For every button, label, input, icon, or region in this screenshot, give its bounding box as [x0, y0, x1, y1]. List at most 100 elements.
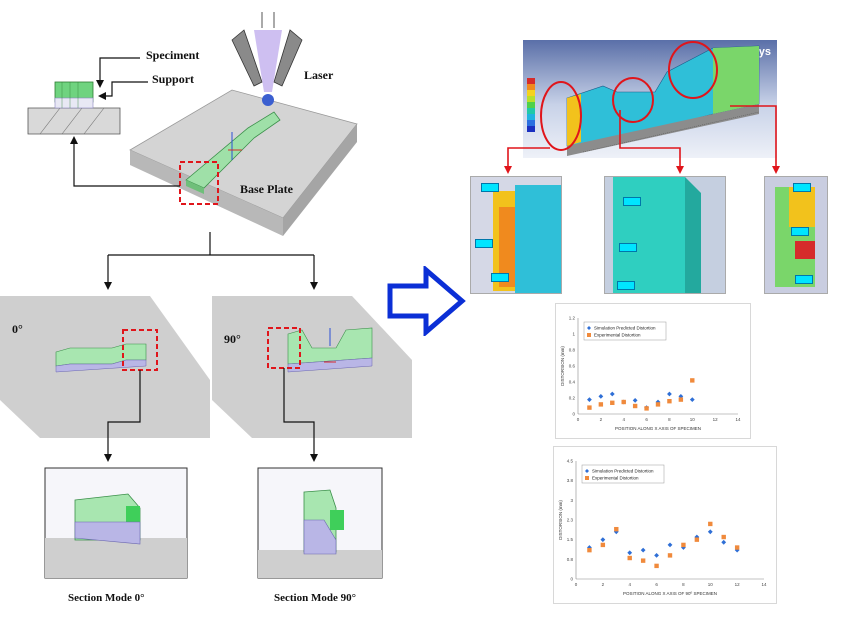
- x-tick-label: 14: [735, 417, 741, 422]
- specimen-on-plate: [185, 111, 281, 194]
- ansys-result-panel: Ansys: [523, 40, 777, 158]
- data-point: [609, 391, 615, 397]
- y-tick-label: 0: [572, 412, 575, 417]
- y-tick-label: 1.2: [569, 316, 576, 321]
- legend-label: Simulation Predicted Distortion: [594, 326, 656, 331]
- data-point: [621, 399, 626, 405]
- data-point: [734, 545, 740, 550]
- data-point: [654, 563, 659, 569]
- data-point: [598, 394, 604, 399]
- label-support: Support: [152, 72, 195, 86]
- data-point: [644, 406, 649, 411]
- label-angle-0: 0°: [12, 322, 23, 336]
- data-point: [694, 537, 700, 542]
- support-inset: [27, 81, 121, 135]
- x-tick-label: 12: [735, 582, 741, 587]
- label-section-0: Section Mode 0°: [68, 592, 145, 604]
- data-point: [587, 397, 592, 402]
- data-point: [667, 391, 672, 397]
- data-point: [600, 542, 606, 548]
- data-point: [587, 547, 592, 553]
- data-point: [708, 521, 713, 527]
- data-point: [667, 553, 673, 558]
- x-tick-label: 0: [575, 582, 578, 587]
- laser-nozzle: [231, 12, 303, 106]
- highlight-circles: [540, 41, 718, 151]
- legend-marker: [585, 476, 589, 480]
- label-laser: Laser: [304, 68, 334, 82]
- x-tick-label: 0: [577, 417, 580, 422]
- legend-colorbar: [527, 78, 535, 132]
- data-point: [632, 403, 638, 409]
- label-base-plate: Base Plate: [240, 182, 293, 196]
- zoom-panel-middle: [604, 176, 726, 294]
- data-point: [627, 550, 633, 556]
- legend-marker: [587, 326, 591, 330]
- zoom-connectors: [504, 105, 780, 174]
- base-plate: [129, 89, 358, 236]
- data-point: [655, 399, 661, 405]
- legend-box: [581, 464, 665, 484]
- x-tick-label: 6: [645, 417, 648, 422]
- flow-arrow-icon: [387, 266, 466, 336]
- section-view-90: [257, 467, 383, 579]
- legend-label: Simulation Predicted Distortion: [592, 469, 654, 474]
- legend-label: Experimental Distortion: [594, 333, 641, 338]
- y-tick-label: 0.4: [569, 380, 576, 385]
- data-point: [614, 526, 619, 532]
- data-point: [689, 397, 695, 402]
- data-point: [627, 555, 632, 561]
- x-tick-label: 4: [628, 582, 631, 587]
- y-tick-label: 0.2: [569, 396, 576, 401]
- data-point: [678, 397, 684, 402]
- y-axis-label: DISTORSION (mm): [560, 346, 565, 386]
- simulated-specimen: [566, 45, 760, 156]
- x-tick-label: 2: [602, 582, 605, 587]
- plate-0-deg: [0, 296, 210, 438]
- y-tick-label: 1.5: [567, 537, 574, 542]
- data-point: [632, 398, 638, 403]
- x-tick-label: 2: [600, 417, 603, 422]
- x-tick-label: 4: [622, 417, 625, 422]
- legend-box: [583, 321, 667, 341]
- data-point: [667, 542, 673, 548]
- data-point: [721, 534, 726, 540]
- x-axis-label: POSITION ALONG X AXIS OF 90º SPECIMEN: [623, 591, 717, 596]
- plate-90-deg: [212, 296, 412, 438]
- label-angle-90: 90°: [224, 332, 241, 346]
- x-tick-label: 12: [713, 417, 719, 422]
- x-tick-label: 10: [708, 582, 714, 587]
- y-axis-label: DISTORSION (mm): [558, 500, 563, 540]
- x-axis-label: POSITION ALONG X AXIS OF SPECIMEN: [615, 426, 701, 431]
- legend-marker: [585, 469, 589, 473]
- data-point: [681, 542, 686, 548]
- y-tick-label: 0: [570, 577, 573, 582]
- data-point: [655, 402, 661, 407]
- data-point: [667, 399, 672, 404]
- data-point: [694, 534, 700, 540]
- x-tick-label: 8: [682, 582, 685, 587]
- x-tick-label: 14: [761, 582, 767, 587]
- y-tick-label: 3.8: [567, 478, 574, 483]
- data-point: [721, 539, 727, 545]
- y-tick-label: 4.5: [567, 459, 574, 464]
- y-tick-label: 3: [570, 498, 573, 503]
- y-tick-label: 0.8: [569, 348, 576, 353]
- label-section-90: Section Mode 90°: [274, 592, 357, 604]
- data-point: [610, 400, 615, 405]
- data-point: [690, 378, 695, 383]
- x-tick-label: 10: [690, 417, 696, 422]
- y-tick-label: 0.8: [567, 557, 574, 562]
- zoom-panel-left: [470, 176, 562, 294]
- data-point: [654, 553, 659, 558]
- data-point: [681, 545, 686, 550]
- zoom-panel-right: [764, 176, 828, 294]
- section-view-0: [44, 467, 188, 579]
- y-tick-label: 2.3: [567, 518, 574, 523]
- legend-label: Experimental Distortion: [592, 476, 639, 481]
- data-point: [587, 405, 592, 410]
